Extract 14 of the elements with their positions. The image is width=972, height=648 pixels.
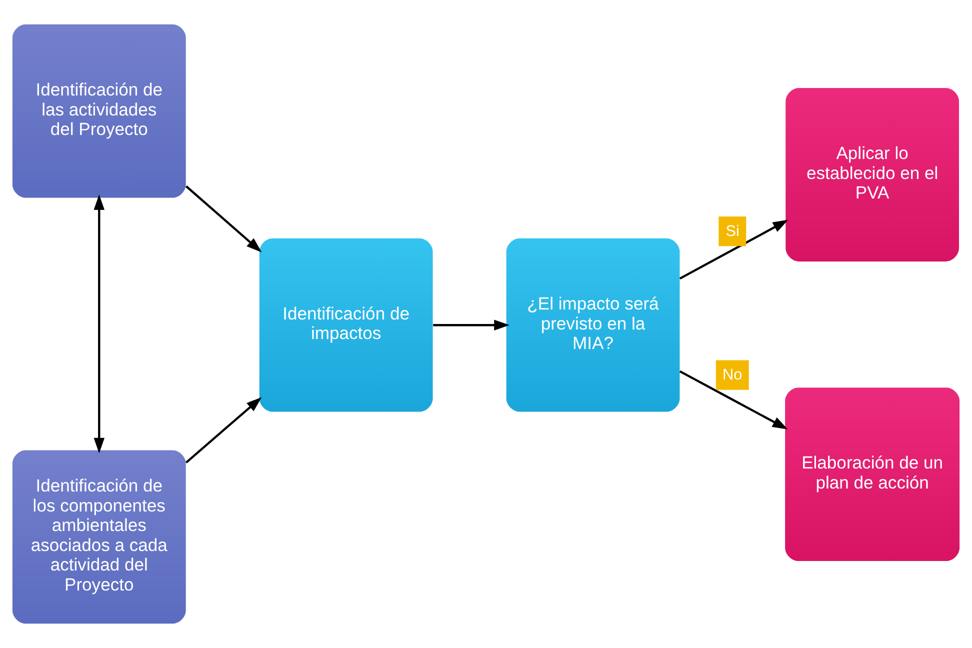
node-box: Aplicar lo establecido en el PVA [786,88,959,262]
arrow [433,320,510,330]
arrow [94,194,105,454]
node-box: ¿El impacto será previsto en la MIA? [506,238,680,412]
arrow [185,185,262,252]
arrow [185,397,262,464]
node-box: Identificación de impactos [259,238,433,412]
node-box: Identificación de los componentes ambientales asociados a cada actividad del Proyecto [12,450,186,624]
node-box: Elaboración de un plan de acción [785,388,960,562]
arrow [679,220,788,280]
edge-label: No [722,366,742,384]
arrow [679,370,788,430]
edge-label: Si [726,222,740,240]
node-box: Identificación de las actividades del Proyecto [12,24,186,198]
